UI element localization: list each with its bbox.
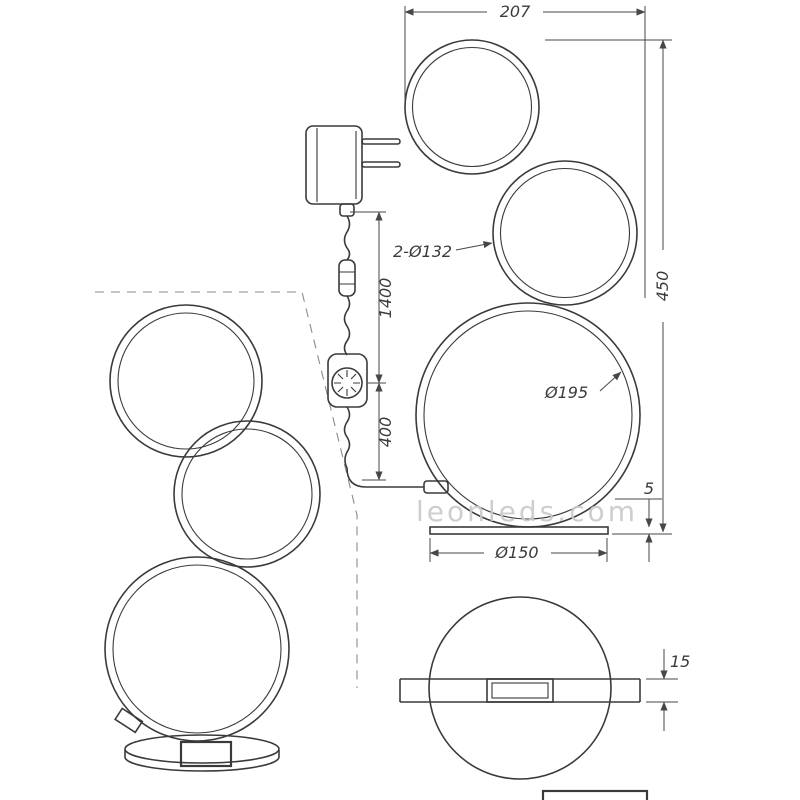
left-ring-bottom-inner (112, 564, 282, 734)
dim-cord-upper-1400: 1400 (350, 211, 395, 384)
dim-base-diameter-150: Ø150 (429, 538, 608, 562)
dim-height-label: 450 (653, 271, 672, 302)
ring-top-outer (404, 39, 540, 175)
power-cable-upper (343, 215, 351, 261)
dim-bar-height-15: 15 (646, 649, 690, 731)
label-large-ring-text: Ø195 (544, 383, 588, 402)
inline-connector-detail (339, 271, 355, 285)
left-ring-middle-outer (173, 420, 321, 568)
dim-bar-height-label: 15 (670, 652, 690, 671)
dimensioned-front-view (404, 39, 641, 535)
left-ring-top-inner (117, 312, 255, 450)
label-small-rings-text: 2-Ø132 (393, 242, 452, 261)
dim-cord-lower-label: 400 (376, 417, 395, 448)
plug-pin-top (361, 138, 401, 145)
ring-middle-outer (492, 160, 638, 306)
ring-middle-inner (499, 167, 631, 299)
dim-cord-lower-400: 400 (362, 382, 395, 481)
left-base-side (124, 750, 280, 772)
plug-cable-stub (339, 203, 355, 217)
ring-top-inner (411, 46, 533, 168)
dim-base-thickness-5: 5 (615, 479, 662, 562)
inline-connector (338, 259, 356, 297)
dim-cord-upper-label: 1400 (376, 278, 395, 319)
power-cable-lower (343, 406, 424, 488)
watermark-text: leonleds.com (416, 495, 638, 528)
left-front-view (95, 291, 358, 772)
power-supply (305, 125, 449, 494)
left-ring-top-outer (109, 304, 263, 458)
left-ring-middle-inner (181, 428, 313, 560)
dim-base-thickness-label: 5 (644, 479, 654, 498)
left-ring-bottom-outer (104, 556, 290, 742)
label-small-rings: 2-Ø132 (393, 241, 493, 261)
top-view-base (399, 596, 641, 780)
dim-width-label: 207 (500, 2, 531, 21)
dim-height-450: 450 (545, 39, 672, 535)
plug-pin-bottom (361, 161, 401, 168)
plug-body (305, 125, 363, 205)
top-view-center-block-inner (491, 682, 549, 699)
dimmer-wheel-icon (331, 367, 363, 399)
part-number-box: 5220402MM (541, 789, 649, 800)
left-ring-clip (114, 707, 144, 734)
plug-body-detail (316, 128, 357, 202)
ring-large-inner (423, 310, 633, 520)
cable-lamp-plug (423, 480, 449, 494)
top-view-center-block (486, 678, 554, 703)
top-view-circle (428, 596, 612, 780)
power-cable-middle (343, 295, 351, 356)
ring-large-outer (415, 302, 641, 528)
base-plate (429, 526, 609, 535)
left-base-holder (179, 740, 233, 768)
dim-base-diameter-label: Ø150 (494, 543, 538, 562)
dimmer-wheel-spokes-icon (334, 370, 360, 396)
boundary-dashed-line (95, 291, 358, 688)
left-base-top (124, 734, 280, 764)
label-large-ring: Ø195 (544, 371, 622, 402)
dim-width-207: 207 (404, 2, 646, 298)
